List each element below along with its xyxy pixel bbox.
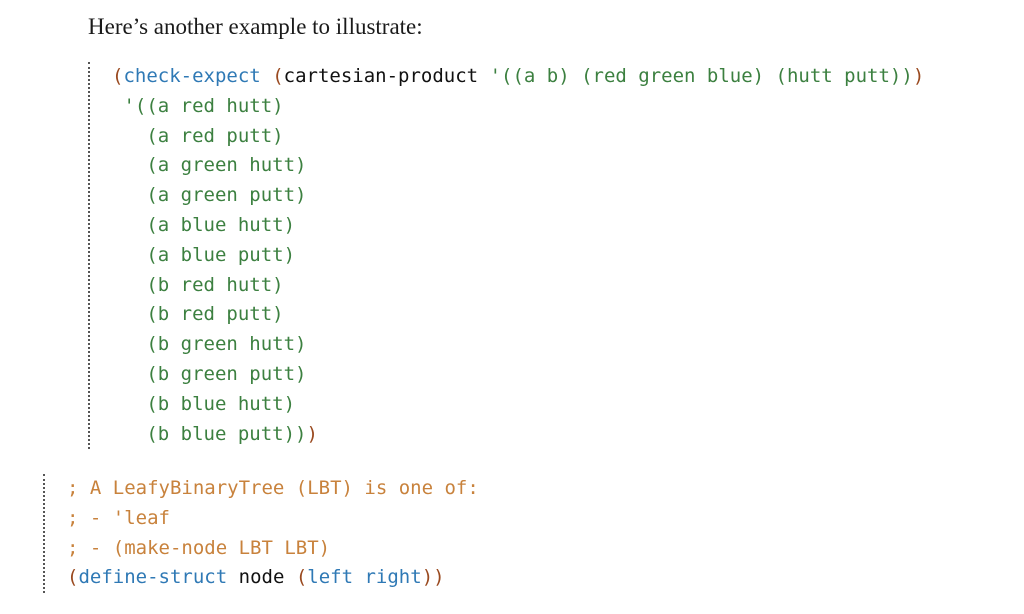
code-line: (check-expect (cartesian-product '((a b)…: [112, 62, 924, 92]
code-line: ; A LeafyBinaryTree (LBT) is one of:: [67, 474, 479, 504]
code-token-paren: ): [912, 65, 925, 87]
code-line: (define-struct node (left right)): [67, 563, 479, 593]
code-token-quoted_datum: (b green hutt): [112, 333, 307, 356]
code-token-comment: ; - 'leaf: [67, 506, 170, 529]
code-token-plain: [227, 566, 238, 588]
code-token-plain: cartesian-product: [283, 65, 479, 87]
intro-paragraph: Here’s another example to illustrate:: [88, 14, 423, 39]
code-line: (b red hutt): [112, 271, 924, 301]
code-line: (b blue hutt): [112, 390, 924, 420]
code-token-comment: ; A LeafyBinaryTree (LBT) is one of:: [67, 477, 479, 499]
code-token-paren: (: [272, 65, 284, 87]
code-line: (b green putt): [112, 360, 924, 390]
code-line: ; - 'leaf: [67, 504, 479, 534]
code-token-paren: ): [433, 566, 445, 589]
code-token-quoted_datum: (a red putt): [112, 124, 284, 147]
code-token-plain: [261, 65, 272, 87]
code-line: '((a red hutt): [112, 92, 924, 122]
code-token-quoted_datum: (b red hutt): [112, 273, 284, 296]
code-token-quoted_datum: (b blue putt)): [112, 422, 307, 445]
code-token-keyword: check-expect: [123, 65, 261, 87]
code-token-paren: (: [112, 65, 124, 87]
code-token-quoted_datum: (a green putt): [112, 184, 307, 207]
code-token-quoted_datum: (a green hutt): [112, 154, 307, 177]
code-token-paren: ): [306, 422, 318, 445]
code-token-quoted_datum: '((a b) (red green blue) (hutt putt)): [489, 65, 913, 87]
code-token-paren: ): [421, 566, 434, 589]
code-line: (b red putt): [112, 300, 924, 330]
code-line: (b green hutt): [112, 330, 924, 360]
code-token-paren: (: [295, 566, 308, 589]
code-line: (a blue putt): [112, 241, 924, 271]
code-token-quoted_datum: (b blue hutt): [112, 392, 296, 415]
code-line: (b blue putt))): [112, 420, 924, 450]
code-line: (a green putt): [112, 181, 924, 211]
code-token-paren: (: [67, 566, 79, 589]
code-block-data-definition: ; A LeafyBinaryTree (LBT) is one of: ; - …: [43, 474, 479, 594]
code-token-quoted_datum: (a blue hutt): [112, 213, 296, 236]
code-token-plain: [478, 65, 489, 87]
code-token-plain: [284, 566, 295, 588]
code-token-keyword: define-struct: [78, 566, 228, 589]
code-block-example: (check-expect (cartesian-product '((a b)…: [88, 62, 924, 450]
code-line: (a green hutt): [112, 151, 924, 181]
code-token-comment: ; - (make-node LBT LBT): [67, 536, 331, 559]
code-token-quoted_datum: (b red putt): [112, 303, 284, 326]
code-token-quoted_datum: (b green putt): [112, 362, 307, 385]
code-line: (a red putt): [112, 122, 924, 152]
code-line: (a blue hutt): [112, 211, 924, 241]
code-token-field: left right: [307, 566, 422, 589]
code-token-quoted_datum: '((a red hutt): [112, 94, 284, 117]
code-token-quoted_datum: (a blue putt): [112, 243, 296, 266]
code-line: ; - (make-node LBT LBT): [67, 534, 479, 564]
code-token-plain: node: [238, 566, 285, 589]
